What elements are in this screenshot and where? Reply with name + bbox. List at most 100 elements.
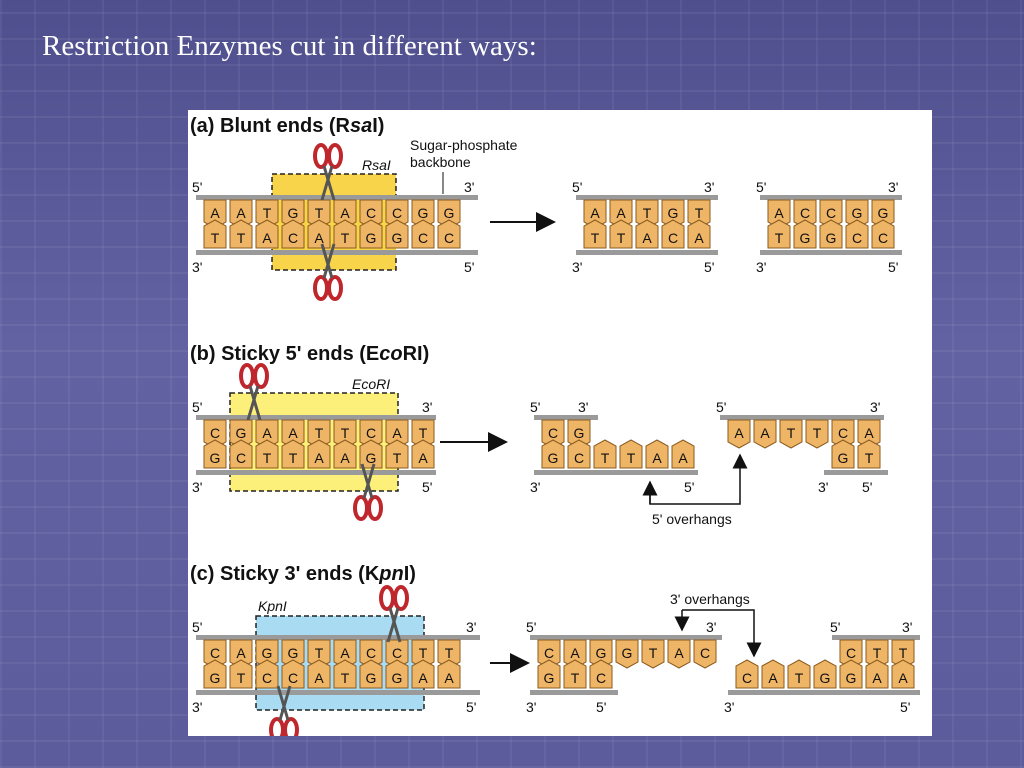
base-letter: T <box>315 205 324 221</box>
base-pair-bottom <box>307 219 331 249</box>
end-label-5prime: 5' <box>466 699 476 715</box>
base-pair-bottom <box>761 659 785 689</box>
base-letter: A <box>262 230 272 246</box>
base-letter: A <box>768 670 778 686</box>
end-label-3prime: 3' <box>466 619 476 635</box>
base-letter: G <box>210 670 221 686</box>
base-letter: A <box>616 205 626 221</box>
end-label-3prime: 3' <box>572 259 582 275</box>
backbone-top <box>534 415 598 420</box>
base-pair-bottom <box>831 439 855 469</box>
end-label-5prime: 5' <box>596 699 606 715</box>
backbone-top <box>760 195 902 200</box>
base-letter: G <box>544 670 555 686</box>
base-pair-bottom <box>281 219 305 249</box>
enzyme-label-b: EcoRI <box>352 376 390 392</box>
base-letter: A <box>678 450 688 466</box>
base-letter: T <box>419 645 428 661</box>
end-label-3prime: 3' <box>756 259 766 275</box>
base-letter: T <box>211 230 220 246</box>
base-letter: G <box>826 230 837 246</box>
scissors-icon <box>313 243 343 301</box>
restriction-enzyme-figure: (a) Blunt ends (RsaI) RsaI Sugar-phospha… <box>188 110 932 736</box>
end-label-5prime: 5' <box>464 259 474 275</box>
base-letter: C <box>700 645 710 661</box>
backbone-bottom <box>530 690 618 695</box>
end-label-3prime: 3' <box>192 699 202 715</box>
base-letter: G <box>574 425 585 441</box>
base-letter: C <box>852 230 862 246</box>
base-letter: A <box>392 425 402 441</box>
base-letter: T <box>627 450 636 466</box>
slide-title: Restriction Enzymes cut in different way… <box>42 30 537 62</box>
base-pair-bottom <box>857 439 881 469</box>
base-letter: C <box>544 645 554 661</box>
backbone-top <box>530 635 722 640</box>
base-letter: T <box>795 670 804 686</box>
base-letter: T <box>341 230 350 246</box>
base-letter: A <box>262 425 272 441</box>
end-label: 5' <box>830 619 840 635</box>
base-pair-top <box>667 639 691 669</box>
base-letter: T <box>263 205 272 221</box>
base-letter: T <box>787 425 796 441</box>
base-pair-top <box>753 419 777 449</box>
scissors-icon <box>353 463 383 521</box>
backbone-bottom <box>728 690 920 695</box>
base-letter: G <box>846 670 857 686</box>
base-pair-bottom <box>411 439 435 469</box>
base-pair-bottom <box>255 659 279 689</box>
base-letter: C <box>742 670 752 686</box>
enzyme-label-a: RsaI <box>362 157 391 173</box>
base-pair-bottom <box>635 219 659 249</box>
base-letter: T <box>263 450 272 466</box>
base-letter: T <box>445 645 454 661</box>
backbone-bottom <box>196 690 480 695</box>
panel-c-heading: (c) Sticky 3' ends (KpnI) <box>190 563 416 585</box>
base-letter: G <box>210 450 221 466</box>
base-letter: A <box>864 425 874 441</box>
end-label-5prime: 5' <box>756 179 766 195</box>
base-pair-bottom <box>871 219 895 249</box>
base-letter: T <box>649 645 658 661</box>
overhang-label-c: 3' overhangs <box>670 591 750 607</box>
base-letter: C <box>668 230 678 246</box>
end-label-3prime: 3' <box>464 179 474 195</box>
end-label-5prime: 5' <box>192 399 202 415</box>
base-letter: C <box>846 645 856 661</box>
base-letter: G <box>392 230 403 246</box>
base-pair-bottom <box>203 219 227 249</box>
base-pair-bottom <box>359 659 383 689</box>
base-letter: T <box>591 230 600 246</box>
base-pair-bottom <box>839 659 863 689</box>
base-letter: A <box>652 450 662 466</box>
base-pair-bottom <box>537 659 561 689</box>
base-letter: G <box>838 450 849 466</box>
base-letter: A <box>236 645 246 661</box>
end-label-5prime: 5' <box>684 479 694 495</box>
base-pair-bottom <box>619 439 643 469</box>
backbone-bottom <box>824 470 888 475</box>
base-letter: C <box>574 450 584 466</box>
base-pair-bottom <box>333 659 357 689</box>
backbone-top <box>576 195 718 200</box>
base-pair-bottom <box>845 219 869 249</box>
diagram-canvas: (a) Blunt ends (RsaI) RsaI Sugar-phospha… <box>190 115 920 736</box>
base-letter: T <box>775 230 784 246</box>
base-pair-bottom <box>307 659 331 689</box>
base-pair-bottom <box>793 219 817 249</box>
backbone-bottom <box>576 250 718 255</box>
base-letter: C <box>392 645 402 661</box>
backbone-bottom <box>196 470 436 475</box>
base-pair-bottom <box>865 659 889 689</box>
base-letter: A <box>288 425 298 441</box>
base-pair-bottom <box>411 659 435 689</box>
backbone-top <box>832 635 920 640</box>
end-label-5prime: 5' <box>192 619 202 635</box>
base-letter: G <box>622 645 633 661</box>
base-letter: T <box>873 645 882 661</box>
base-letter: G <box>262 645 273 661</box>
